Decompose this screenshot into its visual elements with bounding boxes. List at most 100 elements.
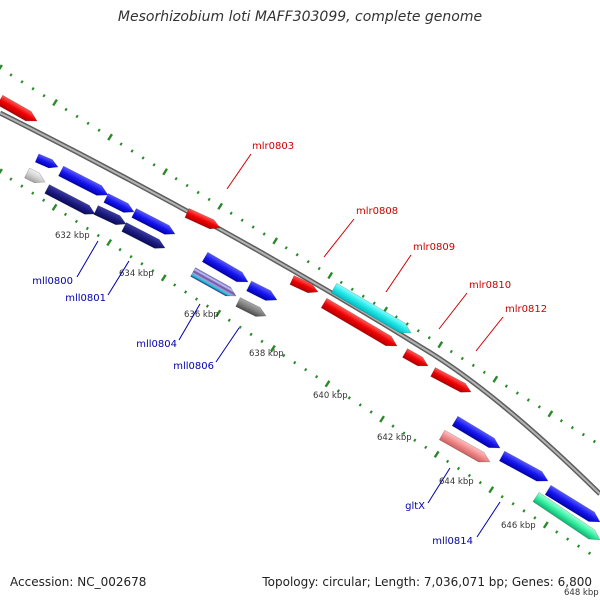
reverse-leader-line [427, 467, 451, 504]
outer-tick [482, 370, 486, 375]
inner-tick [336, 389, 341, 393]
inner-tick [215, 309, 222, 317]
inner-tick [63, 212, 68, 217]
gene-feature-forward[interactable] [330, 282, 414, 337]
outer-tick [416, 329, 420, 333]
outer-tick [306, 259, 310, 264]
outer-tick [217, 202, 224, 210]
inner-tick [194, 297, 199, 301]
gene-feature-reverse[interactable] [44, 184, 98, 219]
outer-tick [162, 168, 168, 176]
inner-tick [445, 459, 450, 464]
reverse-leader-line [476, 501, 501, 538]
inner-tick [282, 353, 286, 358]
outer-tick [240, 218, 244, 222]
reverse-gene-label[interactable]: mll0806 [173, 361, 214, 372]
outer-tick [107, 133, 113, 141]
inner-tick [347, 396, 351, 400]
outer-tick [262, 232, 266, 236]
reverse-leader-line [215, 327, 240, 363]
inner-tick [118, 247, 122, 252]
label-leader-lines [76, 153, 504, 538]
outer-tick [119, 142, 123, 146]
outer-tick [526, 398, 530, 402]
gene-feature-reverse[interactable] [58, 165, 110, 200]
outer-tick [9, 73, 13, 77]
gene-feature-reverse[interactable] [103, 193, 136, 217]
gene-feature-forward[interactable] [430, 367, 474, 397]
gene-feature-reverse[interactable] [246, 280, 280, 305]
outer-tick [196, 190, 200, 195]
inner-tick [358, 403, 362, 407]
inner-tick [20, 184, 24, 188]
outer-tick [42, 93, 46, 98]
gene-feature-reverse[interactable] [235, 297, 268, 321]
forward-leader-line [385, 254, 412, 293]
outer-tick [570, 425, 574, 430]
inner-tick [488, 486, 495, 494]
gene-labels: mlr0803 mlr0808 mlr0809 mlr0810 mlr0812 mll08… [32, 141, 547, 547]
gene-feature-reverse[interactable] [121, 222, 168, 253]
reverse-gene-label[interactable]: gltX [405, 501, 425, 512]
gene-feature-reverse[interactable] [131, 208, 178, 239]
inner-tick [293, 360, 297, 365]
outer-tick [272, 237, 279, 245]
gene-feature-reverse[interactable] [190, 267, 239, 301]
reverse-gene-label[interactable]: mll0800 [32, 276, 73, 287]
forward-gene-label[interactable]: mlr0803 [252, 141, 294, 152]
forward-gene-label[interactable]: mlr0809 [413, 242, 455, 253]
inner-tick [402, 431, 406, 435]
inner-tick [129, 254, 133, 259]
outer-tick [372, 301, 376, 305]
outer-tick [295, 253, 299, 257]
scale-label: 640 kbp [313, 391, 348, 401]
gene-feature-reverse[interactable] [24, 167, 48, 187]
outer-tick [64, 107, 68, 112]
inner-tick [391, 424, 395, 428]
inner-tick [31, 191, 35, 195]
inner-tick [249, 332, 253, 337]
forward-gene-label[interactable]: mlr0810 [469, 280, 511, 291]
outer-tick [339, 280, 343, 285]
gene-feature-reverse[interactable] [544, 484, 600, 526]
outer-tick [437, 341, 444, 349]
gene-feature-reverse[interactable] [34, 153, 60, 171]
inner-tick [555, 530, 559, 534]
outer-tick [492, 375, 499, 383]
gene-feature-forward[interactable] [184, 208, 222, 232]
inner-tick [533, 516, 537, 520]
outer-tick [471, 363, 475, 368]
outer-tick [547, 410, 554, 418]
gene-feature-reverse[interactable] [498, 450, 550, 486]
forward-leader-line [323, 218, 355, 258]
gene-feature-reverse[interactable] [201, 251, 251, 287]
inner-tick [314, 374, 319, 379]
outer-tick [537, 405, 541, 409]
reverse-gene-label[interactable]: mll0814 [432, 536, 473, 547]
inner-tick [9, 177, 13, 181]
gene-feature-forward[interactable] [289, 275, 320, 296]
outer-tick [317, 266, 321, 271]
inner-tick [85, 226, 89, 231]
gene-feature-reverse[interactable] [451, 415, 503, 452]
forward-gene-label[interactable]: mlr0812 [505, 304, 547, 315]
outer-tick [130, 149, 134, 153]
gene-feature-reverse[interactable] [93, 205, 128, 228]
inner-tick [413, 438, 417, 442]
gene-feature-reverse[interactable] [532, 492, 600, 544]
inner-tick [566, 537, 570, 541]
reverse-gene-label[interactable]: mll0801 [65, 293, 106, 304]
reverse-gene-label[interactable]: mll0804 [136, 339, 177, 350]
gene-feature-forward[interactable] [320, 297, 400, 350]
gene-feature-forward[interactable] [0, 94, 40, 126]
inner-tick [140, 262, 144, 266]
outer-tick [0, 64, 3, 71]
inner-tick [522, 509, 526, 513]
outer-tick [515, 391, 519, 395]
forward-gene-label[interactable]: mlr0808 [356, 206, 398, 217]
scale-label: 634 kbp [119, 269, 154, 279]
gene-feature-reverse[interactable] [438, 429, 492, 467]
inner-tick [151, 269, 155, 273]
gene-feature-forward[interactable] [402, 348, 431, 371]
